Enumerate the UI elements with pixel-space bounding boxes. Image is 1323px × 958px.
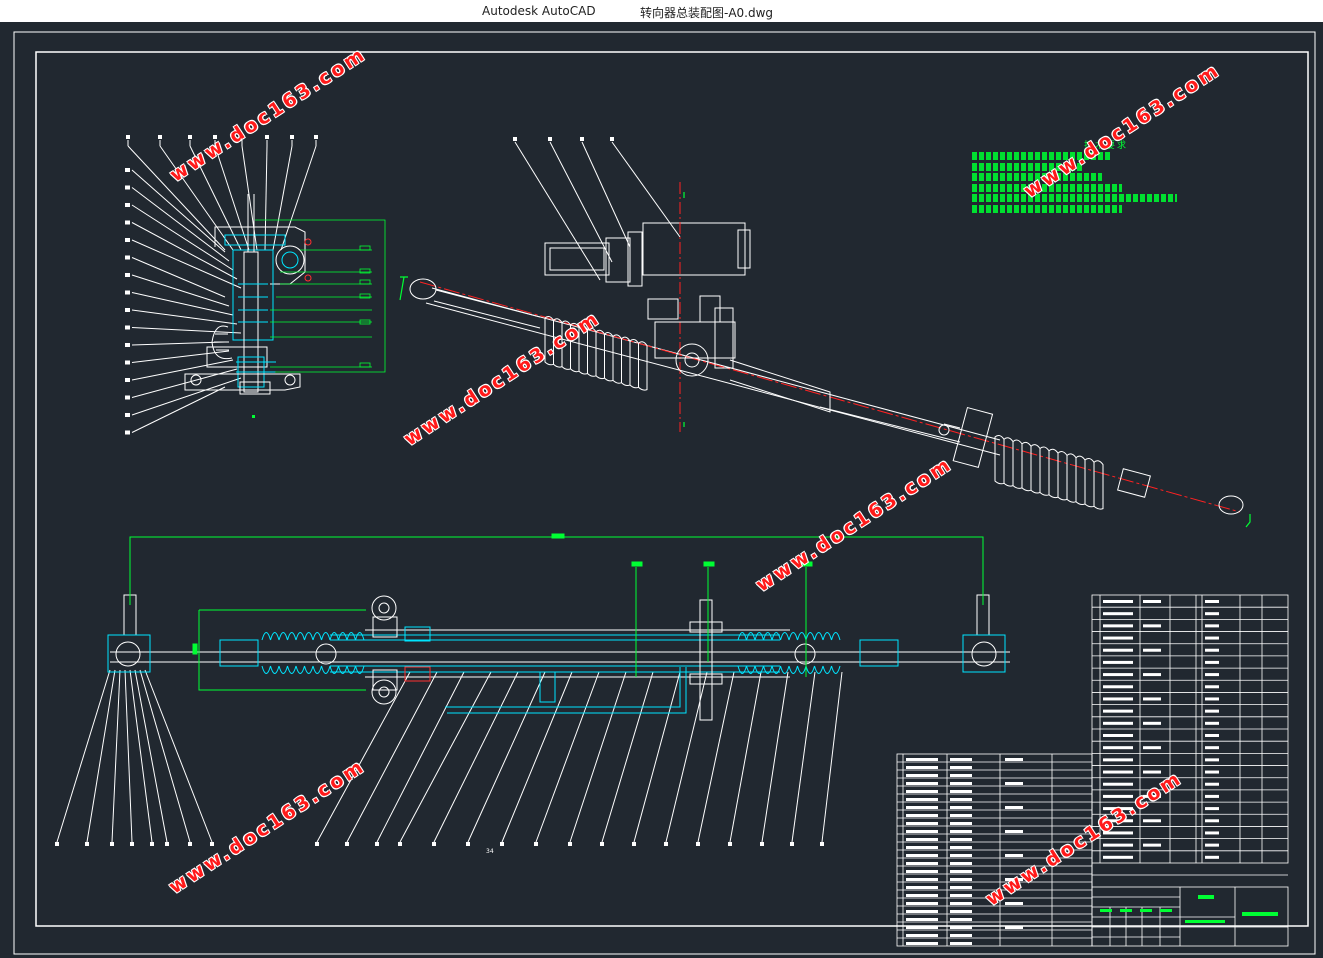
bearing-circle [275, 245, 305, 275]
rack-section-view[interactable] [55, 594, 1010, 846]
scale-mark: 34 [486, 848, 494, 855]
mount-flange [184, 373, 301, 391]
rack-leader-lines [55, 669, 843, 846]
right-tie-rod-end [1218, 495, 1244, 515]
cylinder-tube [729, 359, 831, 413]
tech-req-line [972, 204, 1122, 213]
tech-req-line [972, 194, 1177, 202]
tech-req-line [972, 162, 1082, 171]
tech-req-line [972, 152, 1112, 160]
cad-drawing[interactable] [0, 22, 1323, 958]
boss-left [211, 325, 233, 360]
title-block[interactable] [1091, 863, 1289, 947]
bom-table-right[interactable] [1091, 594, 1289, 864]
technical-requirements-title: 技术要求 [1084, 141, 1129, 151]
window-title-bar[interactable]: Autodesk AutoCAD 转向器总装配图-A0.dwg [0, 0, 1323, 23]
left-bellows-boot [544, 315, 648, 391]
lower-right-bellows [737, 632, 841, 674]
right-flange [952, 406, 994, 469]
document-title: 转向器总装配图-A0.dwg [640, 6, 774, 20]
left-tie-rod-end [409, 278, 437, 300]
technical-requirements-text [972, 152, 1182, 215]
app-title: Autodesk AutoCAD [482, 4, 596, 18]
iso-leader-lines [513, 137, 681, 281]
sheet-outer-border [13, 31, 1316, 955]
bom-table-left[interactable] [896, 753, 1093, 947]
right-bellows-boot [994, 434, 1104, 510]
tech-req-line [972, 183, 1122, 192]
tech-req-line [972, 173, 1102, 181]
pinion-shaft-bore [232, 249, 274, 341]
drawing-canvas[interactable]: 技术要求 34 www.doc163.com www.doc163.com ww… [0, 22, 1323, 958]
pinion-dimensions [255, 219, 386, 373]
valve-housing [544, 242, 610, 276]
motor-body [642, 222, 746, 276]
center-ball [675, 343, 709, 377]
rack-dimensions [129, 533, 984, 691]
sheet-inner-border [35, 51, 1309, 927]
isometric-assembly-view[interactable] [409, 137, 1244, 515]
pinion-housing-top [214, 226, 306, 285]
pinion-section-view[interactable] [125, 135, 318, 435]
pinion-cap [224, 234, 286, 246]
iso-dimension-marks [399, 192, 1251, 528]
rack-housing-block [206, 346, 268, 368]
lower-left-bellows [261, 632, 365, 674]
